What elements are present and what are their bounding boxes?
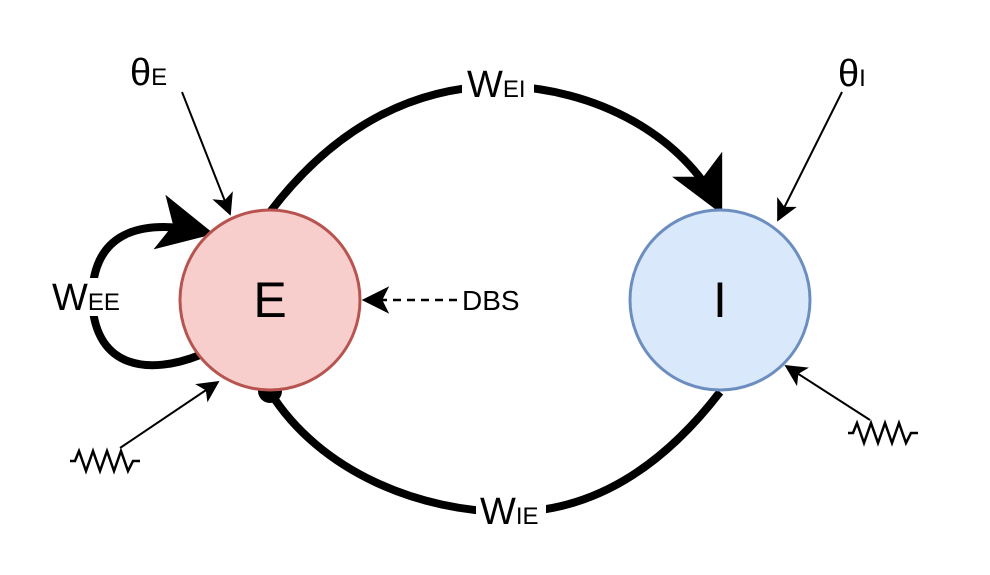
noise-squiggle-icon-e (70, 447, 140, 475)
weight-ee-base: W (52, 277, 88, 319)
node-inhibitory-label: I (713, 272, 727, 328)
edge-label-bg-ie (476, 492, 546, 532)
weight-ei-base: W (467, 64, 503, 106)
node-excitatory-label: E (253, 272, 286, 328)
threshold-label-e: θE (130, 52, 167, 94)
threshold-arrow-e (181, 91, 233, 216)
threshold-e-base: θ (130, 52, 151, 94)
weight-label-ei: WEI (467, 64, 526, 106)
weight-label-ee: WEE (52, 277, 120, 319)
weight-ei-sub: EI (503, 76, 526, 103)
weight-label-ie: WIE (480, 491, 539, 533)
threshold-label-i: θI (838, 53, 866, 95)
weight-ee-sub: EE (88, 289, 120, 316)
node-excitatory (178, 208, 362, 392)
weight-ie-base: W (480, 491, 516, 533)
noise-arrow-i (784, 365, 871, 421)
threshold-i-sub: I (859, 65, 866, 92)
threshold-e-sub: E (151, 64, 167, 91)
threshold-arrow-i (777, 91, 843, 222)
edge-label-bg-ee (50, 278, 130, 316)
node-inhibitory (628, 208, 812, 392)
dbs-label: DBS (462, 285, 520, 316)
edge-label-bg-ei (462, 64, 534, 104)
noise-squiggle-icon-i (848, 419, 918, 447)
noise-arrow-e (119, 380, 220, 449)
threshold-i-base: θ (838, 53, 859, 95)
weight-ie-sub: IE (516, 503, 539, 530)
